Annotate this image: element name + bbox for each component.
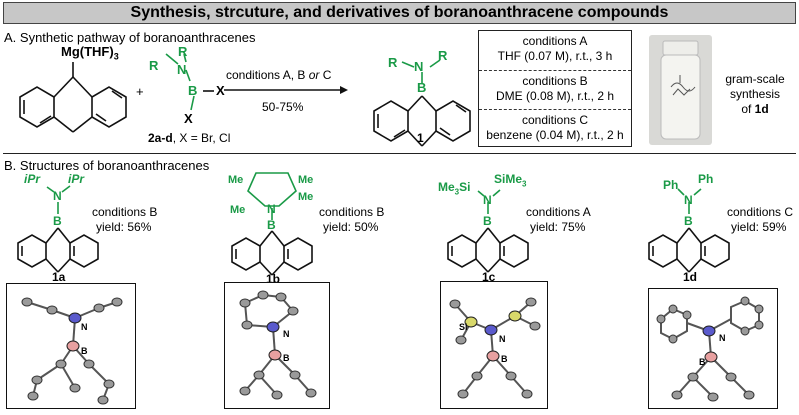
section-a-label: A. Synthetic pathway of boranoanthracene… [4, 30, 256, 45]
gram-scale-vial-photo [649, 35, 712, 145]
product-b: B [417, 80, 427, 95]
reagent-r1: R [149, 58, 159, 73]
compound-1d-left-substituent: Ph [663, 178, 679, 192]
compound-1a-b: B [53, 214, 62, 228]
conditions-b-detail: DME (0.08 M), r.t., 2 h [495, 89, 615, 103]
compound-1b-b: B [267, 218, 276, 232]
compound-1c-label: 1c [482, 270, 496, 284]
compound-1b-me-1: Me [228, 174, 244, 186]
compound-1d-n: N [684, 193, 693, 207]
conditions-c-detail: benzene (0.04 M), r.t., 2 h [486, 128, 624, 142]
xray-1c-n: N [499, 334, 506, 344]
conditions-a-detail: THF (0.07 M), r.t., 3 h [497, 49, 613, 63]
reagent-x1: X [216, 83, 225, 98]
compound-1d-skeleton [648, 227, 730, 273]
compound-1c-right-substituent: SiMe3 [494, 172, 527, 189]
compound-1b-me-2: Me [298, 174, 314, 186]
xray-1c-si: Si [459, 322, 468, 332]
compound-1a-left-substituent: iPr [24, 172, 41, 186]
conditions-b-name: conditions B [522, 74, 588, 88]
xray-1a-n: N [81, 322, 88, 332]
xray-1c-b: B [501, 354, 508, 364]
compound-1c-left-substituent: Me3Si [438, 180, 471, 197]
compound-1a-xray-structure: N B [6, 283, 136, 409]
xray-1b-b: B [283, 353, 290, 363]
compound-1d-yield: yield: 59% [731, 220, 787, 234]
compound-1a-conditions: conditions B [92, 205, 158, 219]
xray-1a-b: B [81, 346, 88, 356]
compound-1b-me-3: Me [230, 204, 246, 216]
compound-1b-skeleton [231, 230, 313, 276]
conditions-c-cell: conditions C benzene (0.04 M), r.t., 2 h [479, 109, 631, 148]
compound-1c-yield: yield: 75% [530, 220, 586, 234]
compound-1d-b: B [684, 214, 693, 228]
compound-1d-xray-structure: N B [648, 288, 778, 409]
xray-1d-b: B [699, 357, 706, 367]
gram-scale-caption: gram-scale synthesis of 1d [725, 72, 785, 116]
xray-1d-n: N [719, 333, 726, 343]
figure-title: Synthesis, strcuture, and derivatives of… [3, 2, 796, 24]
compound-1d-label: 1d [683, 270, 698, 284]
section-divider [3, 153, 796, 154]
section-b-label: B. Structures of boranoanthracenes [4, 158, 210, 173]
conditions-a-name: conditions A [522, 34, 588, 48]
plus-sign: + [136, 84, 144, 99]
compound-1a-n: N [53, 189, 62, 203]
product-r2: R [438, 48, 448, 63]
reagent-n: N [177, 62, 187, 77]
mg-reagent-label: Mg(THF)3 [61, 44, 119, 62]
compound-1b-conditions: conditions B [319, 205, 385, 219]
compound-1a-right-substituent: iPr [68, 172, 85, 186]
compound-1d-right-substituent: Ph [698, 172, 714, 186]
compound-1d-conditions: conditions C [727, 205, 794, 219]
reagent-b: B [188, 83, 198, 98]
compound-1a-label: 1a [52, 270, 66, 284]
compound-1b-me-4: Me [298, 191, 314, 203]
compound-1c-skeleton [447, 227, 529, 273]
xray-1b-n: N [283, 329, 290, 339]
compound-1c-b: B [483, 214, 492, 228]
conditions-b-cell: conditions B DME (0.08 M), r.t., 2 h [479, 70, 631, 109]
reagent-x2: X [184, 111, 193, 126]
compound-1a-skeleton [17, 227, 99, 273]
arrow-conditions: conditions A, B or C [226, 68, 332, 82]
conditions-table: conditions A THF (0.07 M), r.t., 3 h con… [478, 30, 632, 147]
compound-1b-xray-structure: N B [224, 282, 330, 409]
compound-1c-xray-structure: Si N B [440, 281, 548, 409]
compound-1b-n: N [267, 202, 276, 216]
product-n: N [414, 59, 424, 74]
product-r1: R [388, 55, 398, 70]
conditions-a-cell: conditions A THF (0.07 M), r.t., 3 h [479, 31, 631, 70]
reagent-r2: R [178, 44, 188, 59]
product-label: 1 [417, 131, 424, 145]
arrow-yield: 50-75% [262, 100, 304, 114]
compound-1a-yield: yield: 56% [96, 220, 152, 234]
compound-1b-yield: yield: 50% [323, 220, 379, 234]
compound-1c-conditions: conditions A [526, 205, 591, 219]
conditions-c-name: conditions C [521, 113, 589, 127]
reagent-label: 2a-d, X = Br, Cl [148, 131, 231, 145]
compound-1c-n: N [483, 193, 492, 207]
